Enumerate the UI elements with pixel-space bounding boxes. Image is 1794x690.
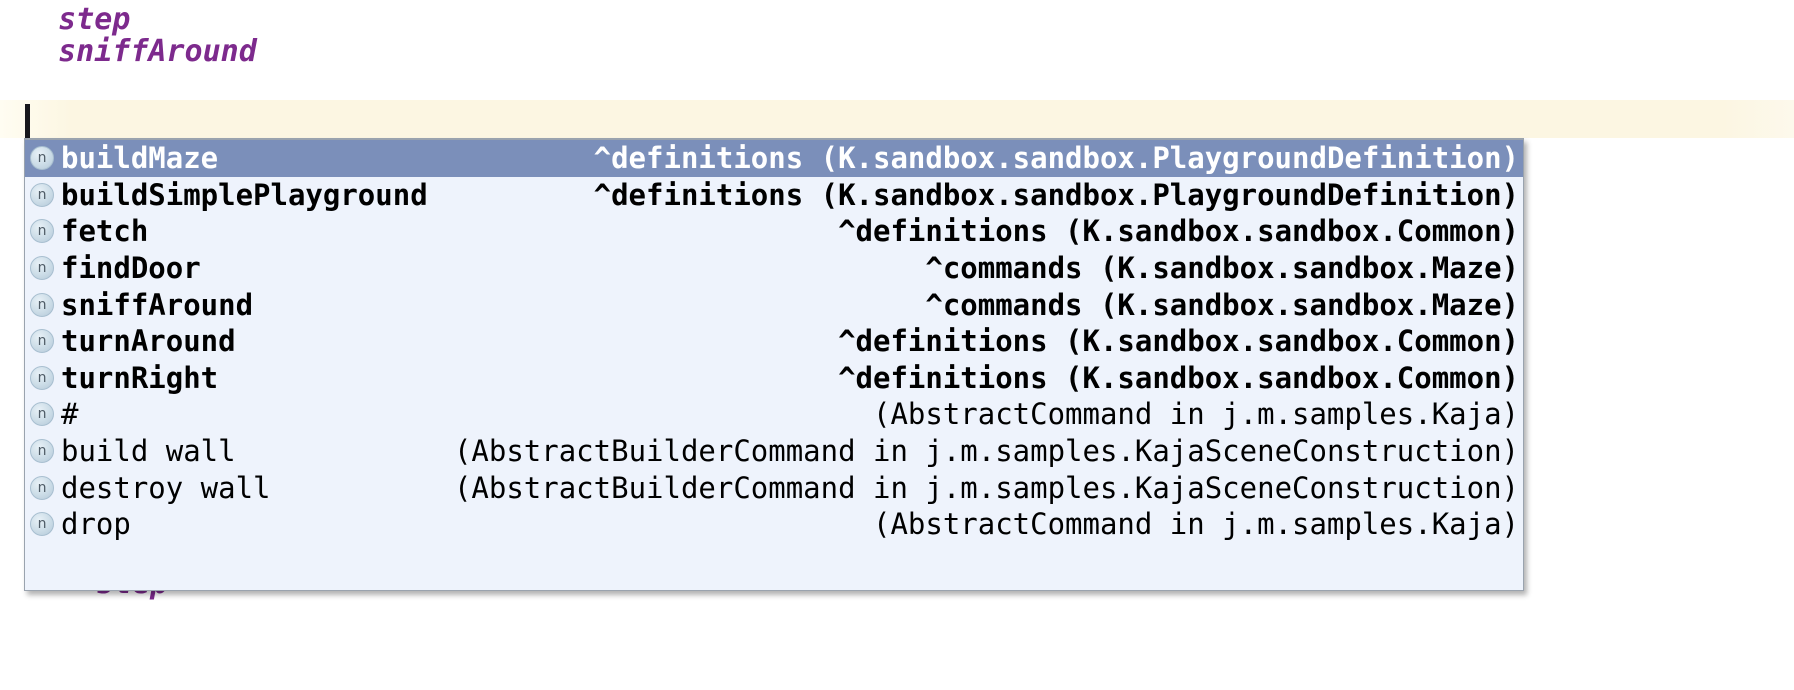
completion-item-label: fetch bbox=[61, 214, 149, 249]
autocomplete-popup[interactable]: n buildMaze ^definitions (K.sandbox.sandbo… bbox=[24, 138, 1524, 591]
completion-item-label: buildSimplePlayground bbox=[61, 177, 428, 212]
completion-item-source: (AbstractCommand in j.m.samples.Kaja) bbox=[872, 507, 1519, 542]
completion-item-label: turnAround bbox=[61, 324, 236, 359]
code-token-call: sniffAround bbox=[22, 34, 257, 69]
code-line-sniffaround: sniffAround bbox=[22, 34, 257, 70]
node-icon: n bbox=[30, 475, 54, 500]
completion-item-source: ^definitions (K.sandbox.sandbox.Common) bbox=[838, 324, 1519, 359]
autocomplete-list[interactable]: n buildMaze ^definitions (K.sandbox.sandbo… bbox=[25, 140, 1523, 543]
code-token-call: step bbox=[22, 2, 131, 37]
node-icon: n bbox=[30, 329, 54, 354]
completion-item-source: ^definitions (K.sandbox.sandbox.Playgrou… bbox=[593, 177, 1519, 212]
completion-item-label: findDoor bbox=[61, 251, 201, 286]
completion-item[interactable]: n buildSimplePlayground ^definitions (K.sa… bbox=[25, 176, 1523, 214]
completion-item[interactable]: n turnRight ^definitions (K.sandbox.sandbo… bbox=[25, 359, 1523, 397]
completion-item-source: ^definitions (K.sandbox.sandbox.Playgrou… bbox=[593, 141, 1519, 176]
completion-item-source: (AbstractBuilderCommand in j.m.samples.K… bbox=[453, 434, 1519, 469]
node-icon: n bbox=[30, 402, 54, 427]
completion-item-label: drop bbox=[61, 507, 131, 542]
completion-item-source: ^commands (K.sandbox.sandbox.Maze) bbox=[925, 251, 1519, 286]
completion-item-source: ^commands (K.sandbox.sandbox.Maze) bbox=[925, 287, 1519, 322]
node-icon: n bbox=[30, 219, 54, 244]
completion-item-label: # bbox=[61, 397, 79, 432]
text-caret bbox=[25, 104, 30, 138]
completion-item-label: buildMaze bbox=[61, 141, 219, 176]
node-icon: n bbox=[30, 439, 54, 464]
completion-item[interactable]: n sniffAround ^commands (K.sandbox.sandbox… bbox=[25, 286, 1523, 323]
completion-item-source: ^definitions (K.sandbox.sandbox.Common) bbox=[838, 214, 1519, 249]
completion-item[interactable]: n buildMaze ^definitions (K.sandbox.sandbo… bbox=[25, 140, 1523, 177]
node-icon: n bbox=[30, 146, 54, 171]
completion-item-label: build wall bbox=[61, 434, 236, 469]
node-icon: n bbox=[30, 365, 54, 390]
completion-item[interactable]: n build wall (AbstractBuilderCommand in j.… bbox=[25, 432, 1523, 470]
node-icon: n bbox=[30, 182, 54, 207]
node-icon: n bbox=[30, 292, 54, 317]
completion-item[interactable]: n # (AbstractCommand in j.m.samples.Kaja) bbox=[25, 396, 1523, 433]
completion-item-label: sniffAround bbox=[61, 287, 254, 322]
completion-item[interactable]: n findDoor ^commands (K.sandbox.sandbox.Ma… bbox=[25, 249, 1523, 287]
current-line-highlight bbox=[0, 100, 1794, 138]
node-icon: n bbox=[30, 512, 54, 537]
completion-item[interactable]: n destroy wall (AbstractBuilderCommand in … bbox=[25, 469, 1523, 506]
completion-item-source: (AbstractBuilderCommand in j.m.samples.K… bbox=[453, 470, 1519, 505]
completion-item-label: turnRight bbox=[61, 360, 219, 395]
node-icon: n bbox=[30, 256, 54, 281]
code-line-step: step bbox=[22, 2, 130, 38]
completion-item-label: destroy wall bbox=[61, 470, 271, 505]
completion-item[interactable]: n turnAround ^definitions (K.sandbox.sandb… bbox=[25, 322, 1523, 360]
completion-item-source: (AbstractCommand in j.m.samples.Kaja) bbox=[872, 397, 1519, 432]
completion-item-source: ^definitions (K.sandbox.sandbox.Common) bbox=[838, 360, 1519, 395]
